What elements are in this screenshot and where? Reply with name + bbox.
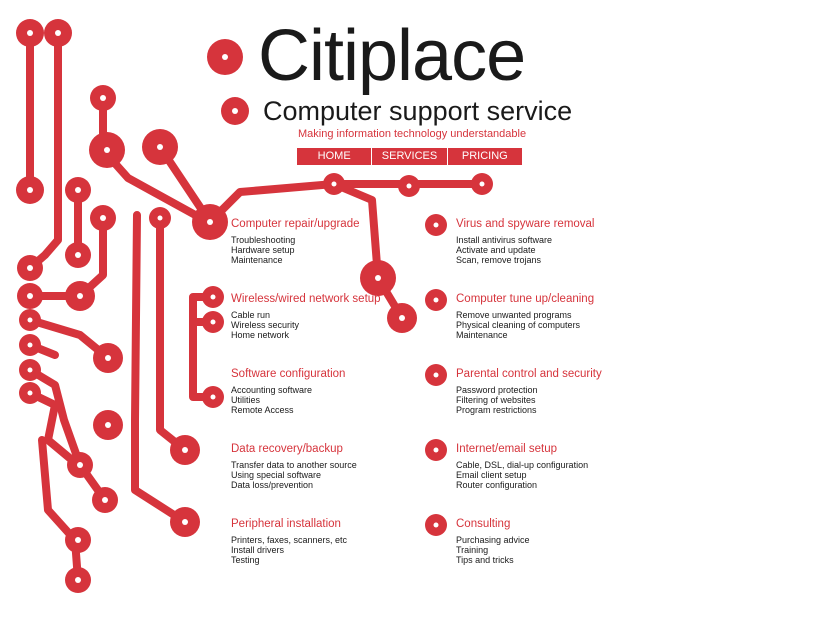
service-title: Internet/email setup bbox=[456, 443, 558, 455]
service-tune-up: Computer tune up/cleaning Remove unwante… bbox=[456, 292, 656, 340]
service-title: Computer repair/upgrade bbox=[231, 218, 360, 230]
service-software-config: Software configuration Accounting softwa… bbox=[231, 367, 431, 415]
service-title: Computer tune up/cleaning bbox=[456, 293, 595, 305]
service-item: Home network bbox=[231, 330, 290, 340]
service-virus-removal: Virus and spyware removal Install antivi… bbox=[456, 217, 656, 265]
service-item: Install drivers bbox=[231, 545, 285, 555]
service-internet-email: Internet/email setup Cable, DSL, dial-up… bbox=[456, 442, 656, 490]
main-nav: HOME SERVICES PRICING bbox=[297, 148, 522, 165]
service-item: Cable run bbox=[231, 310, 271, 320]
service-item: Testing bbox=[231, 555, 260, 565]
service-title: Data recovery/backup bbox=[231, 443, 343, 455]
service-item: Filtering of websites bbox=[456, 395, 536, 405]
service-item: Scan, remove trojans bbox=[456, 255, 542, 265]
service-item: Tips and tricks bbox=[456, 555, 514, 565]
service-item: Email client setup bbox=[456, 470, 527, 480]
circuit-trace bbox=[330, 180, 406, 322]
site-tagline: Making information technology understand… bbox=[298, 128, 527, 140]
service-item: Remove unwanted programs bbox=[456, 310, 572, 320]
service-item: Maintenance bbox=[456, 330, 508, 340]
service-item: Utilities bbox=[231, 395, 261, 405]
service-item: Maintenance bbox=[231, 255, 283, 265]
service-title: Consulting bbox=[456, 518, 511, 530]
service-consulting: Consulting Purchasing advice Training Ti… bbox=[456, 517, 656, 565]
service-parental-control: Parental control and security Password p… bbox=[456, 367, 656, 415]
circuit-trace bbox=[26, 29, 62, 272]
circuit-trace bbox=[156, 214, 189, 454]
service-network-setup: Wireless/wired network setup Cable run W… bbox=[231, 292, 431, 340]
service-title: Peripheral installation bbox=[231, 518, 341, 530]
service-title: Wireless/wired network setup bbox=[231, 293, 381, 305]
service-item: Install antivirus software bbox=[456, 235, 553, 245]
service-data-recovery: Data recovery/backup Transfer data to an… bbox=[231, 442, 431, 490]
service-item: Physical cleaning of computers bbox=[456, 320, 581, 330]
service-title: Virus and spyware removal bbox=[456, 218, 595, 230]
service-computer-repair: Computer repair/upgrade Troubleshooting … bbox=[231, 217, 431, 265]
service-item: Password protection bbox=[456, 385, 538, 395]
circuit-trace bbox=[26, 366, 109, 504]
circuit-trace bbox=[26, 389, 82, 469]
nav-pricing-link[interactable]: PRICING bbox=[461, 150, 508, 162]
nav-services-link[interactable]: SERVICES bbox=[372, 148, 448, 165]
service-item: Purchasing advice bbox=[456, 535, 530, 545]
service-item: Activate and update bbox=[456, 245, 536, 255]
service-item: Remote Access bbox=[231, 405, 294, 415]
circuit-trace bbox=[26, 214, 107, 300]
service-item: Accounting software bbox=[231, 385, 313, 395]
service-item: Training bbox=[456, 545, 489, 555]
service-item: Router configuration bbox=[456, 480, 538, 490]
site-title: Citiplace bbox=[258, 16, 526, 96]
service-item: Using special software bbox=[231, 470, 322, 480]
service-item: Hardware setup bbox=[231, 245, 295, 255]
service-item: Data loss/prevention bbox=[231, 480, 314, 490]
service-item: Printers, faxes, scanners, etc bbox=[231, 535, 348, 545]
service-item: Cable, DSL, dial-up configuration bbox=[456, 460, 589, 470]
service-item: Transfer data to another source bbox=[231, 460, 357, 470]
service-item: Troubleshooting bbox=[231, 235, 296, 245]
circuit-trace bbox=[38, 436, 82, 584]
service-title: Software configuration bbox=[231, 368, 346, 380]
circuit-trace bbox=[156, 143, 486, 226]
service-peripheral-install: Peripheral installation Printers, faxes,… bbox=[231, 517, 431, 565]
service-item: Wireless security bbox=[231, 320, 300, 330]
circuit-trace bbox=[131, 211, 189, 526]
nav-home-link[interactable]: HOME bbox=[297, 148, 373, 165]
service-title: Parental control and security bbox=[456, 368, 602, 380]
site-subtitle: Computer support service bbox=[263, 96, 573, 126]
service-item: Program restrictions bbox=[456, 405, 537, 415]
